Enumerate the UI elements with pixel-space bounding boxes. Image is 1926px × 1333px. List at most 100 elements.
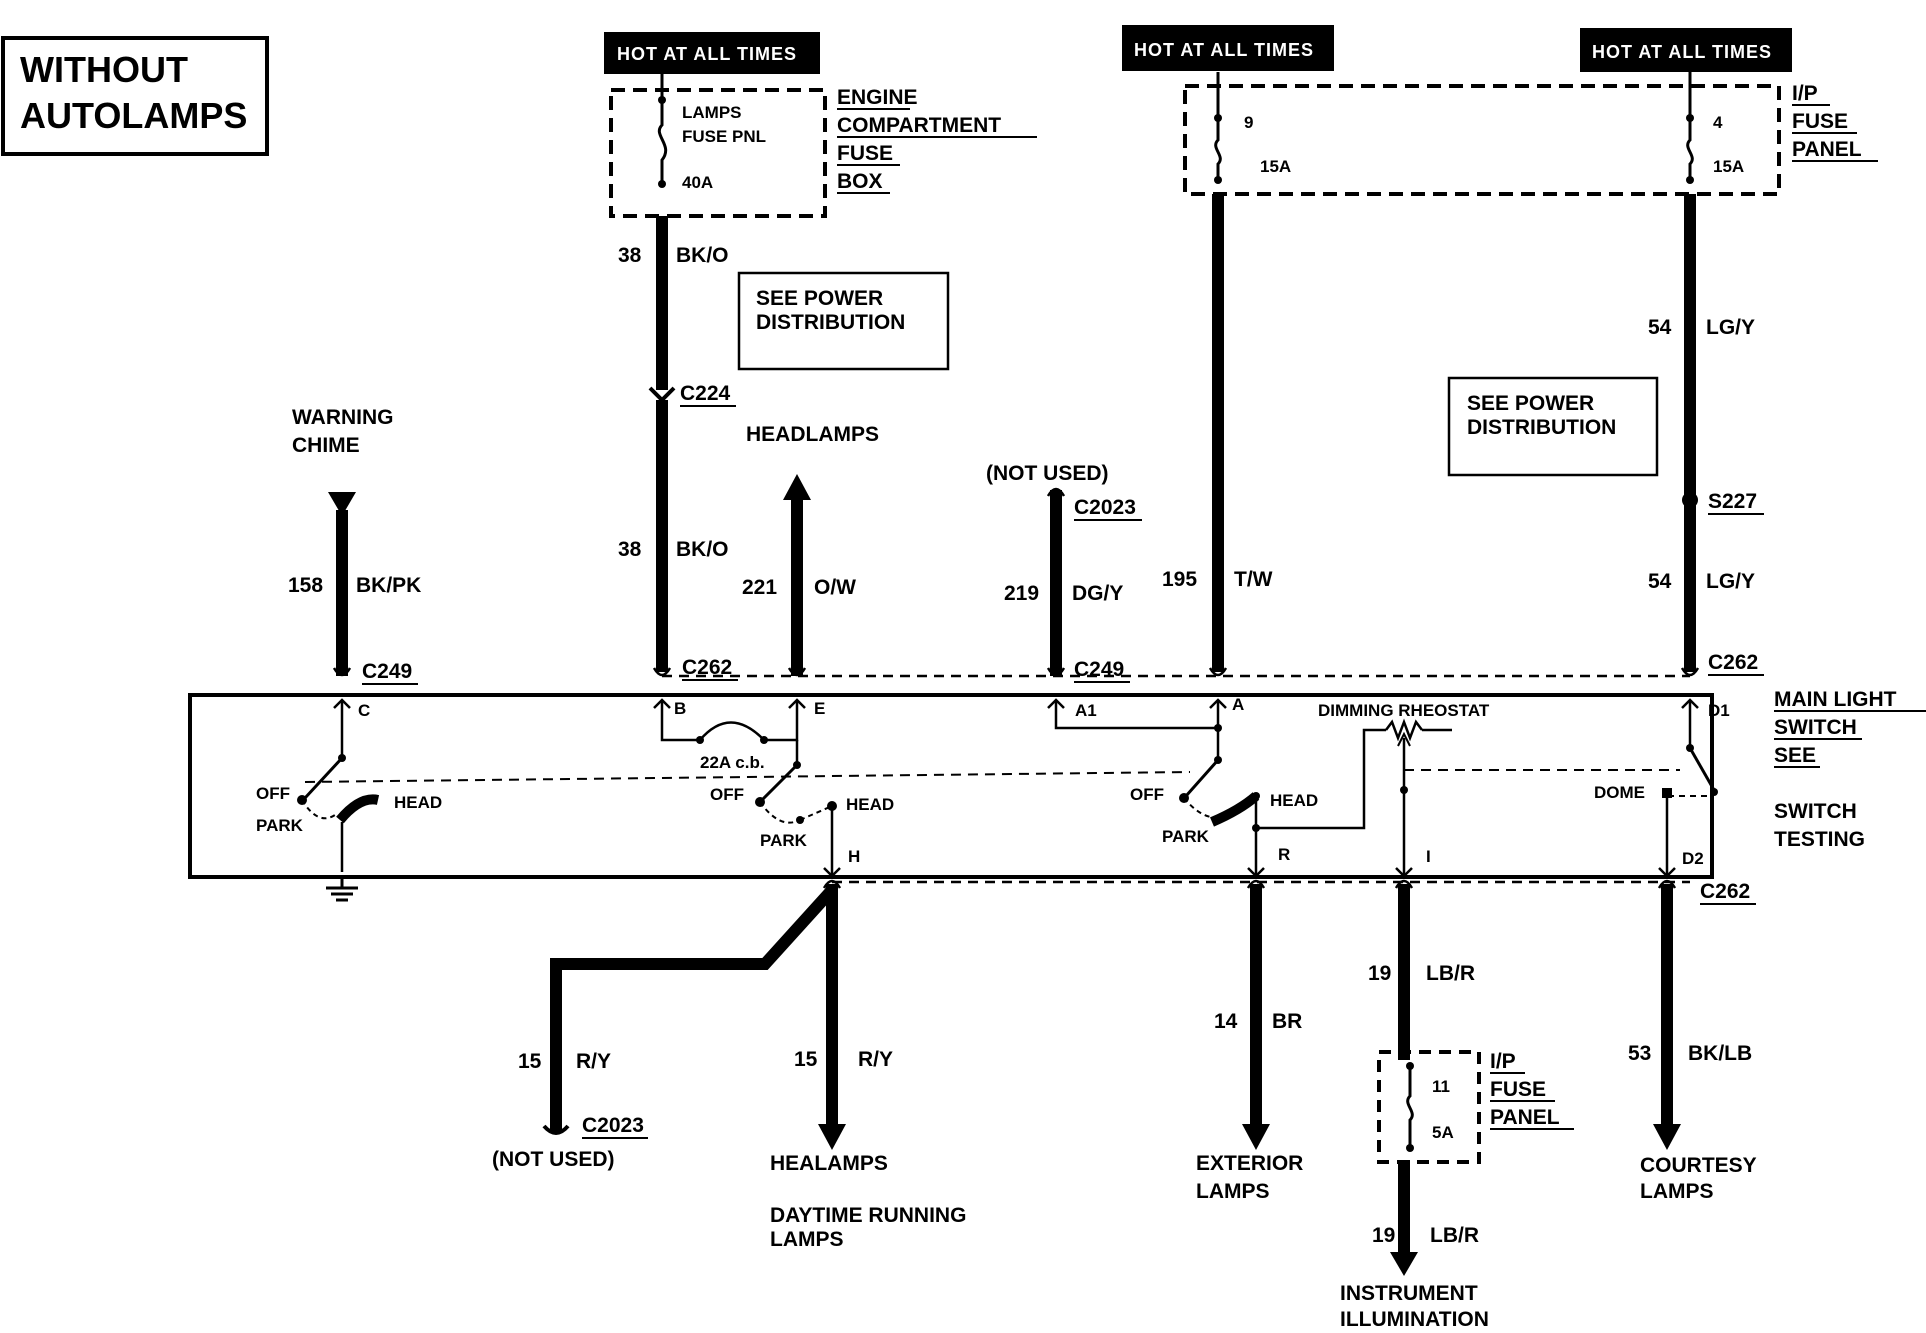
see-power-1-0-label: SEE POWER: [756, 287, 883, 310]
ip-fuse-panel-top-label-1-label: FUSE: [1792, 110, 1848, 133]
pins-c-label: C: [358, 701, 370, 720]
title-box: WITHOUT AUTOLAMPS: [1, 36, 269, 156]
engine-fuse-box-fuse-name-2-label: FUSE PNL: [682, 127, 766, 146]
wires-w19-bot-color-label: LB/R: [1430, 1224, 1479, 1247]
connectors-s227-label: S227: [1708, 490, 1757, 513]
switch-head-label: HEAD: [846, 795, 894, 814]
see-power-2-0-label: SEE POWER: [1467, 392, 1594, 415]
ip-fuse-panel-bottom: 11 5A I/P FUSE PANEL: [1377, 1050, 1574, 1164]
destinations-exterior-1-label: LAMPS: [1196, 1180, 1270, 1203]
wire-221: [783, 474, 811, 676]
wires-w221-color-label: O/W: [814, 576, 856, 599]
destinations-drl-1-label: LAMPS: [770, 1228, 844, 1251]
destinations-drl-0-label: DAYTIME RUNNING: [770, 1204, 966, 1227]
destinations-courtesy-0-label: COURTESY: [1640, 1154, 1757, 1177]
engine-fuse-box-rating-label: 40A: [682, 173, 713, 192]
wires-w53-num-label: 53: [1628, 1042, 1651, 1065]
switch-label-3-label: SWITCH: [1774, 800, 1857, 823]
ip-fuse-panel-bottom-rating-label: 5A: [1432, 1123, 1454, 1142]
wires-w54-bot-num-label: 54: [1648, 570, 1672, 593]
ip-fuse-panel-top: 9 15A 4 15A I/P FUSE PANEL: [1183, 72, 1878, 196]
switch-off-label: OFF: [710, 785, 744, 804]
connectors-c2023-bottom-label: C2023: [582, 1114, 644, 1137]
switch-label-2-label: SEE: [1774, 744, 1816, 767]
destinations-courtesy-1-label: LAMPS: [1640, 1180, 1714, 1203]
destinations-warning-chime-1-label: CHIME: [292, 434, 360, 457]
wires-w14-color-label: BR: [1272, 1010, 1302, 1033]
pins-r-label: R: [1278, 845, 1290, 864]
wire-labels: 38 BK/O 38 BK/O 158 BK/PK 221 O/W 219 DG…: [288, 244, 1755, 1247]
hot-labels-2-label: HOT AT ALL TIMES: [1592, 42, 1772, 62]
switch-park-label: PARK: [1162, 827, 1210, 846]
wires-w15-right-num-label: 15: [794, 1048, 818, 1071]
engine-fuse-box-fuse-name-1-label: LAMPS: [682, 103, 742, 122]
pin-labels: C B E A1 A D1 H R I D2: [358, 695, 1730, 868]
ip-fuse-panel-top-fuse-b-rating-label: 15A: [1713, 157, 1744, 176]
wires-w158-num-label: 158: [288, 574, 323, 597]
wires-w19-top-num-label: 19: [1368, 962, 1391, 985]
wires-w15-left-num-label: 15: [518, 1050, 542, 1073]
switch-head-label: HEAD: [394, 793, 442, 812]
ip-fuse-panel-bottom-label-2-label: PANEL: [1490, 1106, 1560, 1129]
wires-w38-top-color-label: BK/O: [676, 244, 729, 267]
title-line-2: AUTOLAMPS: [20, 95, 247, 136]
wires-w54-top-num-label: 54: [1648, 316, 1672, 339]
hot-label-3: HOT AT ALL TIMES: [1580, 28, 1792, 72]
destinations-headlamps-label: HEADLAMPS: [746, 423, 879, 446]
wires-w195-num-label: 195: [1162, 568, 1197, 591]
wire-158: [328, 492, 356, 676]
destinations-exterior-0-label: EXTERIOR: [1196, 1152, 1303, 1175]
see-power-1-1-label: DISTRIBUTION: [756, 311, 905, 334]
switch-label-0-label: MAIN LIGHT: [1774, 688, 1897, 711]
switch-label-1-label: SWITCH: [1774, 716, 1857, 739]
destination-labels: WARNING CHIME HEADLAMPS (NOT USED) (NOT …: [292, 406, 1757, 1331]
switch-off-label: OFF: [256, 784, 290, 803]
wires-w14-num-label: 14: [1214, 1010, 1238, 1033]
engine-fuse-box-label-2-label: FUSE: [837, 142, 893, 165]
wire-14: [1242, 884, 1270, 1150]
ip-fuse-panel-bottom-number-label: 11: [1432, 1077, 1450, 1096]
wires-w38-top-num-label: 38: [618, 244, 642, 267]
wire-38: [648, 216, 676, 672]
ip-fuse-panel-bottom-label-1-label: FUSE: [1490, 1078, 1546, 1101]
pins-i-label: I: [1426, 847, 1431, 866]
destinations-not-used-bottom-label: (NOT USED): [492, 1148, 615, 1171]
wires-w54-bot-color-label: LG/Y: [1706, 570, 1755, 593]
wires-w38-bot-num-label: 38: [618, 538, 642, 561]
engine-fuse-box-label-1-label: COMPARTMENT: [837, 114, 1001, 137]
switch-breaker-label: 22A c.b.: [700, 753, 765, 772]
hot-label-1: HOT AT ALL TIMES: [604, 32, 820, 74]
switch-park-label: PARK: [760, 831, 808, 850]
wires-w219-color-label: DG/Y: [1072, 582, 1123, 605]
destinations-instrument-1-label: ILLUMINATION: [1340, 1308, 1489, 1328]
ip-fuse-panel-top-fuse-b-number-label: 4: [1713, 113, 1723, 132]
main-light-switch-label: MAIN LIGHT SWITCH SEE SWITCH TESTING: [1774, 688, 1926, 851]
wires-w221-num-label: 221: [742, 576, 777, 599]
wires-w15-left-color-label: R/Y: [576, 1050, 611, 1073]
switch-label-4-label: TESTING: [1774, 828, 1865, 851]
wires-w19-top-color-label: LB/R: [1426, 962, 1475, 985]
main-light-switch: [188, 693, 1718, 902]
switch-labels: OFF PARK HEAD 22A c.b. OFF PARK HEAD OFF…: [256, 701, 1645, 850]
wires-w54-top-color-label: LG/Y: [1706, 316, 1755, 339]
pins-b-label: B: [674, 699, 686, 718]
wires-w15-right-color-label: R/Y: [858, 1048, 893, 1071]
ip-fuse-panel-bottom-label-0-label: I/P: [1490, 1050, 1516, 1073]
destinations-warning-chime-0-label: WARNING: [292, 406, 394, 429]
wires-w219-num-label: 219: [1004, 582, 1039, 605]
hot-labels-1-label: HOT AT ALL TIMES: [1134, 40, 1314, 60]
engine-fuse-box-label-0-label: ENGINE: [837, 86, 918, 109]
wires-w19-bot-num-label: 19: [1372, 1224, 1395, 1247]
connectors-c224-label: C224: [680, 382, 731, 405]
destinations-instrument-0-label: INSTRUMENT: [1340, 1282, 1478, 1305]
hot-labels-0-label: HOT AT ALL TIMES: [617, 44, 797, 64]
connectors-c262-left-label: C262: [682, 656, 732, 679]
hot-label-2: HOT AT ALL TIMES: [1122, 25, 1334, 71]
engine-fuse-box-label-3-label: BOX: [837, 170, 883, 193]
wire-15-notused: [542, 885, 837, 1135]
pins-d2-label: D2: [1682, 849, 1704, 868]
ip-fuse-panel-top-fuse-a-rating-label: 15A: [1260, 157, 1291, 176]
wires-w195-color-label: T/W: [1234, 568, 1273, 591]
